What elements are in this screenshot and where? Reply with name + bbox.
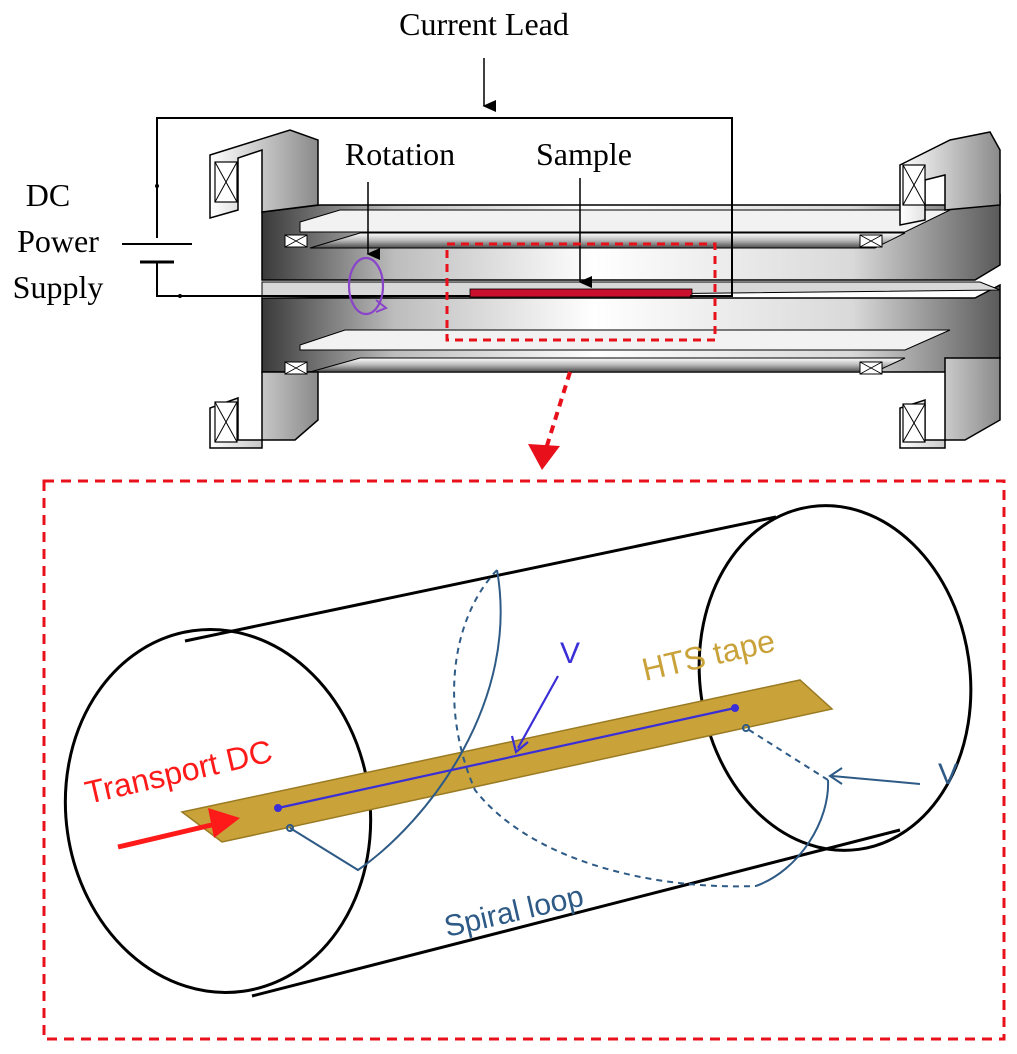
voltage-tap-left (274, 804, 282, 812)
zoom-arrow-head (528, 444, 560, 470)
voltage-tap-right (731, 704, 739, 712)
coil-blocks (284, 234, 883, 375)
sample-label: Sample (536, 136, 632, 172)
transport-dc-arrow (117, 808, 240, 850)
current-lead-circuit (122, 117, 733, 297)
highlight-box (445, 242, 717, 342)
spiral-loop-label: Spiral loop (441, 880, 587, 944)
power-supply-label-line2: Power (17, 223, 99, 259)
cylinder-bottom-edge (251, 828, 901, 998)
current-lead-label: Current Lead (399, 6, 569, 42)
rotation-loop (347, 256, 385, 316)
detail-frame (42, 479, 1006, 1041)
zoom-arrow (543, 371, 572, 453)
return-wire (156, 262, 470, 297)
cylinder (63, 504, 973, 998)
magnet-assembly (209, 129, 1001, 449)
cylinder-top-edge (184, 515, 777, 643)
spiral-loop (286, 569, 921, 888)
rotation-label: Rotation (345, 136, 455, 172)
voltage-label-top: V (560, 637, 580, 670)
power-supply-label-line1: DC (26, 177, 70, 213)
cylinder-right-end (697, 504, 973, 852)
hts-tape (180, 679, 834, 843)
current-lead-wire (156, 117, 733, 297)
voltage-wire (277, 675, 736, 810)
sample-strip (469, 288, 693, 298)
power-supply-label-line3: Supply (13, 269, 104, 305)
voltage-label-right: V (938, 758, 958, 791)
hts-tape-label: HTS tape (638, 622, 778, 687)
